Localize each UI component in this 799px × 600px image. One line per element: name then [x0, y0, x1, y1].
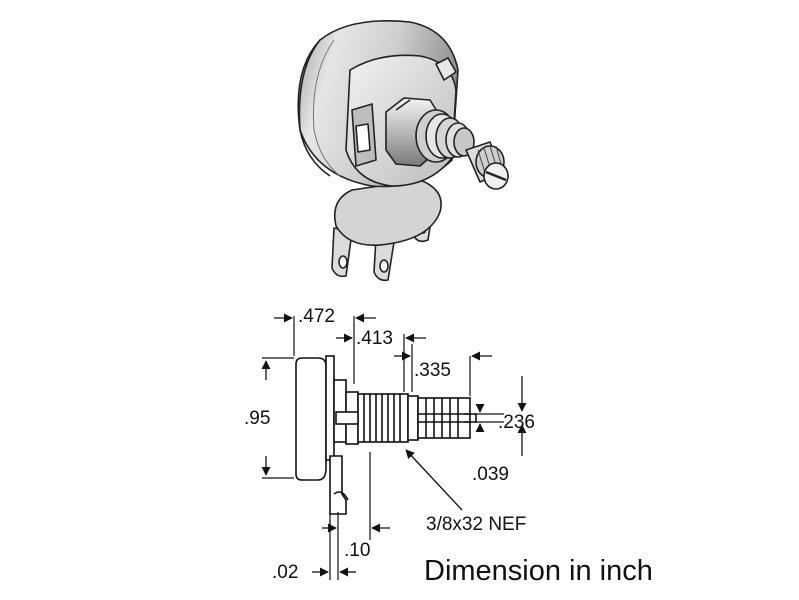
potentiometer-illustration — [297, 20, 509, 282]
thread-spec-label: 3/8x32 NEF — [426, 514, 526, 535]
dim-body-height: .95 — [244, 408, 270, 429]
dim-bushing-length: .413 — [356, 328, 393, 349]
dim-shaft-diameter: .236 — [498, 412, 535, 433]
side-view-drawing — [261, 313, 527, 580]
dim-overall-depth: .472 — [298, 306, 335, 327]
dim-shaft-length: .335 — [414, 360, 451, 381]
dim-lug-thickness: .02 — [272, 562, 298, 583]
units-caption: Dimension in inch — [424, 555, 653, 587]
thread-lines — [363, 394, 401, 442]
housing-outline — [295, 357, 327, 481]
dim-slot-width: .039 — [472, 464, 509, 485]
dim-lug-offset: .10 — [344, 540, 370, 561]
threaded-bushing — [415, 109, 475, 163]
knurled-shaft — [465, 141, 509, 190]
